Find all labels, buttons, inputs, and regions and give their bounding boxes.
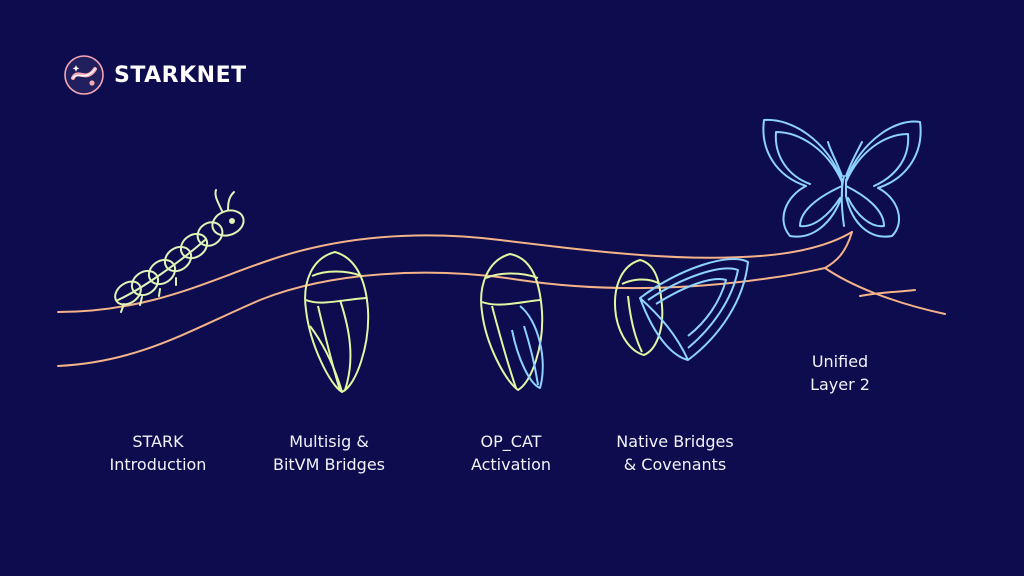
starknet-logo-icon: [64, 55, 104, 95]
emerging-butterfly-icon: [614, 258, 749, 361]
stage-label-multisig: Multisig & BitVM Bridges: [272, 432, 386, 474]
chrysalis-icon: [304, 251, 370, 393]
stage-label-native-bridges: Native Bridges & Covenants: [616, 432, 734, 474]
stage-label-opcat: OP_CAT Activation: [470, 432, 552, 474]
stage-label-unified: Unified Layer 2: [810, 352, 870, 394]
brand-name: STARKNET: [114, 62, 247, 88]
caterpillar-icon: [114, 189, 245, 313]
stage-label-stark: STARK Introduction: [109, 432, 207, 474]
chrysalis-opening-icon: [480, 253, 544, 391]
butterfly-icon: [762, 118, 922, 238]
branch: [57, 231, 946, 367]
brand-logo: STARKNET: [64, 55, 247, 95]
